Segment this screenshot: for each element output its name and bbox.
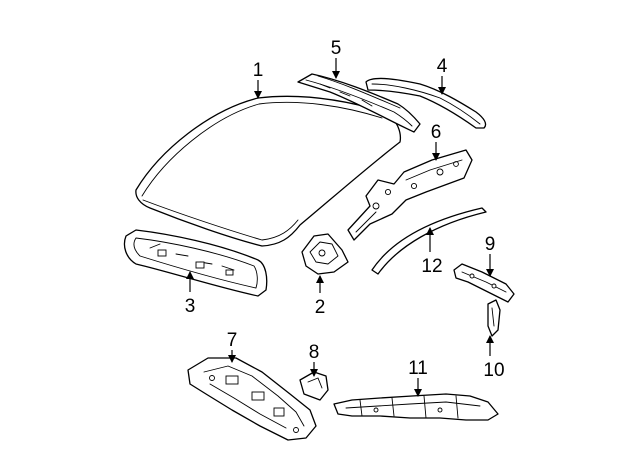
roof-rail-reinforcement bbox=[347, 149, 473, 241]
front-header-reinforcement bbox=[187, 357, 317, 441]
rear-window-frame bbox=[123, 229, 268, 297]
callout-10: 10 bbox=[483, 360, 504, 381]
rear-roof-bow bbox=[365, 77, 487, 129]
callout-11: 11 bbox=[408, 358, 428, 379]
callout-2: 2 bbox=[315, 297, 326, 318]
callout-4: 4 bbox=[437, 56, 448, 77]
rear-header-reinforcement bbox=[333, 393, 499, 421]
callout-7: 7 bbox=[227, 330, 238, 351]
callout-9: 9 bbox=[485, 234, 496, 255]
pillar-reinforcement bbox=[487, 299, 501, 337]
roof-bracket bbox=[301, 233, 349, 275]
rear-bracket bbox=[453, 263, 515, 303]
roof-panel bbox=[135, 95, 402, 247]
roof-side-molding bbox=[371, 207, 487, 275]
callout-12: 12 bbox=[421, 256, 442, 277]
callout-8: 8 bbox=[309, 342, 320, 363]
callout-5: 5 bbox=[331, 38, 342, 59]
callout-3: 3 bbox=[185, 296, 196, 317]
windshield-header-panel bbox=[297, 73, 421, 133]
callout-6: 6 bbox=[431, 122, 442, 143]
callout-1: 1 bbox=[253, 60, 264, 81]
retainer-clip bbox=[299, 371, 329, 401]
callout-labels: 1 2 3 4 5 6 7 8 9 10 11 12 bbox=[185, 38, 505, 381]
leader-lines bbox=[186, 58, 494, 397]
